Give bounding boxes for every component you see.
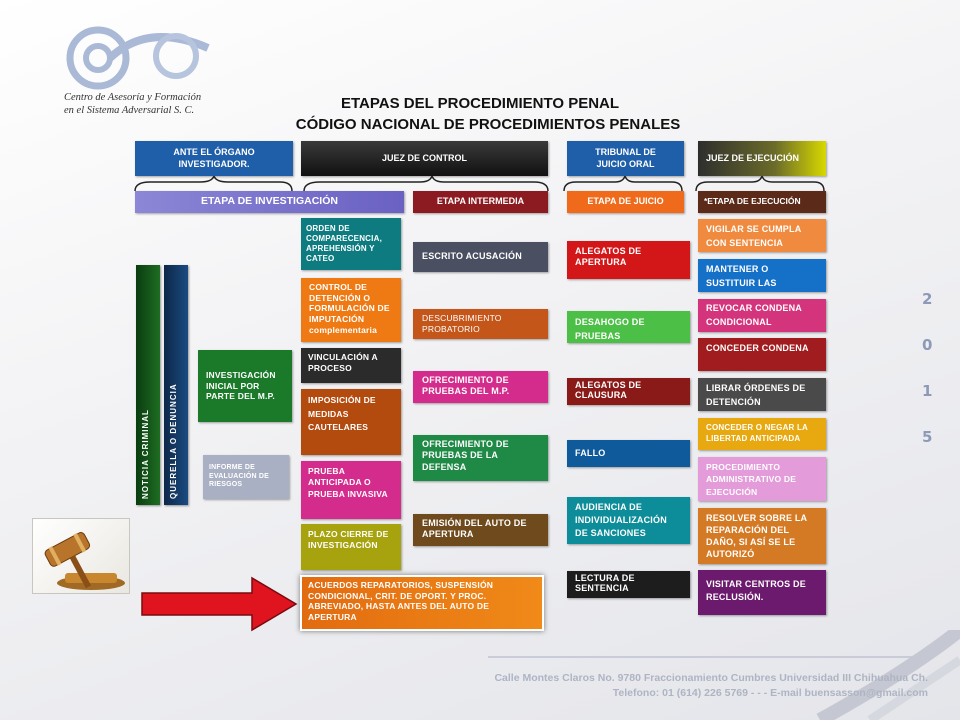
logo-text-2: en el Sistema Adversarial S. C. <box>64 105 195 116</box>
juicio-item-desahogo: DESAHOGO DE PRUEBAS <box>567 311 690 343</box>
juicio-item-alegatos-apertura: ALEGATOS DE APERTURA <box>567 241 690 279</box>
intermedia-item-emision: EMISIÓN DEL AUTO DE APERTURA <box>413 514 548 546</box>
stage-investigacion: ETAPA DE INVESTIGACIÓN <box>135 191 404 213</box>
intermedia-item-ofrec-defensa: OFRECIMIENTO DE PRUEBAS DE LA DEFENSA <box>413 435 548 481</box>
juicio-item-alegatos-clausura: ALEGATOS DE CLAUSURA <box>567 378 690 405</box>
control-item-vinculacion: VINCULACIÓN A PROCESO <box>301 348 401 383</box>
juicio-item-fallo: FALLO <box>567 440 690 467</box>
ejecucion-item-conceder-condena: CONCEDER CONDENA <box>698 338 826 371</box>
stage-ejecucion: *ETAPA DE EJECUCIÓN <box>698 191 826 213</box>
ejecucion-item-vigilar: VIGILAR SE CUMPLA CON SENTENCIA <box>698 219 826 252</box>
footer-address: Calle Montes Claros No. 9780 Fraccionami… <box>494 672 928 684</box>
ejecucion-item-revocar: REVOCAR CONDENA CONDICIONAL <box>698 299 826 332</box>
investigacion-inicial: INVESTIGACIÓN INICIAL POR PARTE DEL M.P. <box>198 350 292 422</box>
querella-bar: QUERELLA O DENUNCIA <box>164 265 188 505</box>
ejecucion-item-visitar: VISITAR CENTROS DE RECLUSIÓN. <box>698 570 826 615</box>
control-item-medidas: IMPOSICIÓN DE MEDIDAS CAUTELARES <box>301 389 401 455</box>
ejecucion-item-libertad: CONCEDER O NEGAR LA LIBERTAD ANTICIPADA <box>698 418 826 450</box>
logo: Centro de Asesoría y Formación en el Sis… <box>50 22 270 118</box>
noticia-criminal-bar: NOTICIA CRIMINAL <box>136 265 160 505</box>
footer-phone: Telefono: 01 (614) 226 5769 - - - E-mail… <box>612 687 928 699</box>
ejecucion-item-resolver: RESOLVER SOBRE LA REPARACIÓN DEL DAÑO, S… <box>698 508 826 564</box>
querella-label: QUERELLA O DENUNCIA <box>169 383 178 499</box>
gavel-image <box>32 518 130 594</box>
intermedia-item-acusacion: ESCRITO ACUSACIÓN <box>413 242 548 272</box>
header-tribunal: TRIBUNAL DE JUICIO ORAL <box>567 141 684 176</box>
logo-emblem <box>66 26 210 90</box>
page-title: ETAPAS DEL PROCEDIMIENTO PENAL <box>340 95 620 112</box>
juicio-item-lectura: LECTURA DE SENTENCIA <box>567 571 690 598</box>
footer-divider <box>488 656 928 658</box>
stage-juicio: ETAPA DE JUICIO <box>567 191 684 213</box>
gavel-icon <box>44 532 125 590</box>
juicio-item-audiencia: AUDIENCIA DE INDIVIDUALIZACIÓN DE SANCIO… <box>567 497 690 544</box>
intermedia-item-ofrec-mp: OFRECIMIENTO DE PRUEBAS DEL M.P. <box>413 371 548 403</box>
header-organo: ANTE EL ÓRGANO INVESTIGADOR. <box>135 141 293 176</box>
ejecucion-item-procedimiento: PROCEDIMIENTO ADMINISTRATIVO DE EJECUCIÓ… <box>698 457 826 501</box>
logo-text-1: Centro de Asesoría y Formación <box>64 92 202 103</box>
ejecucion-item-mantener: MANTENER O SUSTITUIR LAS <box>698 259 826 292</box>
control-item-detencion: CONTROL DE DETENCIÓN O FORMULACIÓN DE IM… <box>301 278 401 342</box>
year-digit-4: 5 <box>922 428 933 446</box>
informe-riesgos: INFORME DE EVALUACIÓN DE RIESGOS <box>203 455 289 499</box>
stage-intermedia: ETAPA INTERMEDIA <box>413 191 548 213</box>
braces <box>134 176 825 192</box>
control-item-orden: ORDEN DE COMPARECENCIA, APREHENSIÓN Y CA… <box>301 218 401 270</box>
acuerdos-box: ACUERDOS REPARATORIOS, SUSPENSIÓN CONDIC… <box>300 575 544 631</box>
year-digit-2: 0 <box>922 336 933 354</box>
control-item-prueba: PRUEBA ANTICIPADA O PRUEBA INVASIVA <box>301 461 401 519</box>
noticia-criminal-label: NOTICIA CRIMINAL <box>141 409 150 499</box>
control-item-plazo: PLAZO CIERRE DE INVESTIGACIÓN <box>301 524 401 570</box>
page-subtitle: CÓDIGO NACIONAL DE PROCEDIMIENTOS PENALE… <box>295 116 681 133</box>
footer-swoosh <box>816 630 960 720</box>
intermedia-item-descubrimiento: DESCUBRIMIENTO PROBATORIO <box>413 309 548 339</box>
red-arrow <box>141 576 298 632</box>
header-juez-control: JUEZ DE CONTROL <box>301 141 548 176</box>
header-juez-ejecucion: JUEZ DE EJECUCIÓN <box>698 141 826 176</box>
ejecucion-item-librar: LIBRAR ÓRDENES DE DETENCIÓN <box>698 378 826 411</box>
year-digit-1: 2 <box>922 290 933 308</box>
year-digit-3: 1 <box>922 382 933 400</box>
